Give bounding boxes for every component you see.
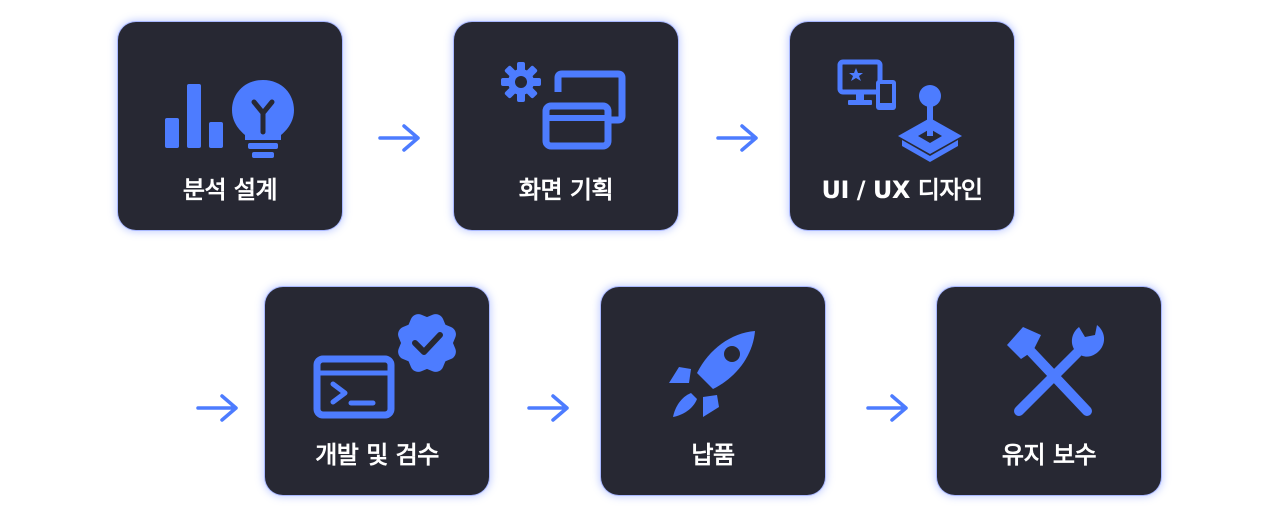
- step-label: 분석 설계: [182, 176, 278, 204]
- step-card-design: UI / UX 디자인: [790, 22, 1014, 230]
- tools-icon: [1007, 325, 1105, 416]
- gear-windows-icon: [501, 62, 626, 150]
- step-card-analysis: 분석 설계: [118, 22, 342, 230]
- step-label: UI / UX 디자인: [821, 176, 983, 204]
- arrow-right-icon: [378, 124, 420, 152]
- rocket-icon: [669, 331, 755, 417]
- bar-chart-lightbulb-icon: [165, 80, 294, 158]
- step-card-development: 개발 및 검수: [265, 287, 489, 495]
- terminal-verified-icon: [313, 314, 456, 419]
- step-label: 납품: [691, 441, 735, 469]
- step-label: 유지 보수: [1001, 441, 1097, 469]
- arrow-right-icon: [866, 394, 908, 422]
- step-label: 개발 및 검수: [315, 441, 439, 469]
- arrow-right-icon: [196, 394, 238, 422]
- arrow-right-icon: [527, 394, 569, 422]
- step-card-planning: 화면 기획: [454, 22, 678, 230]
- step-label: 화면 기획: [518, 176, 614, 204]
- monitor-joystick-icon: [837, 59, 962, 162]
- step-card-delivery: 납품: [601, 287, 825, 495]
- arrow-right-icon: [716, 124, 758, 152]
- step-card-maintenance: 유지 보수: [937, 287, 1161, 495]
